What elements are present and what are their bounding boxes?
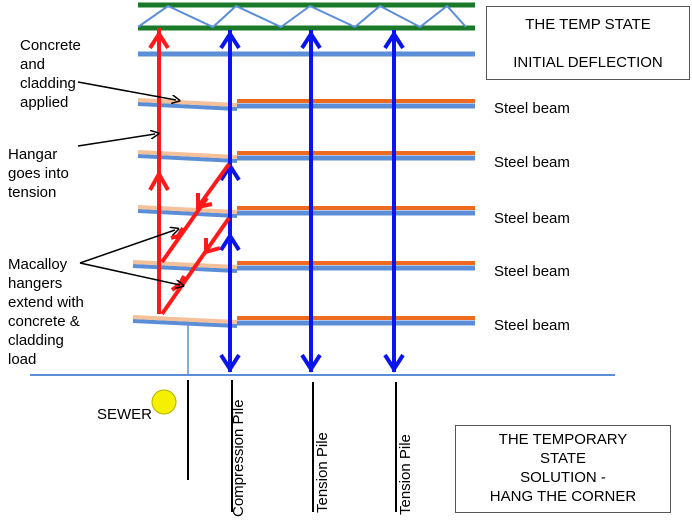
concrete-label: Concrete and cladding applied [20, 36, 81, 112]
arrow-up-icon [219, 232, 241, 252]
box-line: SOLUTION - [520, 469, 606, 486]
cladding [132, 260, 238, 269]
arrow-up-icon [300, 30, 322, 50]
hangar-label: Hangar goes into tension [8, 145, 69, 202]
floors [132, 98, 475, 328]
floor [132, 315, 475, 328]
label-line: cladding [20, 75, 76, 92]
temp-state-box: THE TEMP STATE INITIAL DEFLECTION [486, 6, 690, 80]
label-line: concrete & [8, 313, 80, 330]
arrow-down-icon [383, 353, 405, 373]
floor [132, 260, 475, 273]
pile-label: Compression Pile [230, 399, 247, 517]
force-arrows [219, 30, 405, 373]
label-line: extend with [8, 294, 84, 311]
deflected-beam [137, 102, 238, 111]
floor [137, 98, 475, 111]
deflected-beam [137, 154, 238, 163]
deflected-beam [137, 209, 238, 218]
label-line: cladding [8, 332, 64, 349]
callout-arrows [77, 81, 180, 285]
cladding [137, 98, 238, 107]
force-line [300, 30, 322, 373]
floor [137, 150, 475, 163]
cladding [137, 150, 238, 159]
sewer-marker [151, 389, 177, 415]
label-line: and [20, 56, 46, 73]
label-line: hangers [8, 275, 63, 292]
force-line [383, 30, 405, 373]
beam-label: Steel beam [494, 317, 570, 334]
cladding [132, 315, 238, 324]
truss [137, 2, 475, 31]
solution-box: THE TEMPORARY STATE SOLUTION - HANG THE … [455, 425, 671, 513]
box-line: HANG THE CORNER [489, 488, 637, 505]
arrow-up-icon [383, 30, 405, 50]
cladding [137, 205, 238, 214]
floor [137, 205, 475, 218]
deflected-beam [132, 319, 238, 328]
beam-label: Steel beam [494, 263, 570, 280]
label-line: Macalloy [8, 256, 68, 273]
box-line: STATE [539, 450, 587, 467]
label-line: goes into [8, 165, 69, 182]
label-line: Hangar [8, 146, 58, 163]
beam-label: Steel beam [494, 100, 570, 117]
arrow-down-icon [300, 353, 322, 373]
label-line: load [8, 351, 37, 368]
piles [187, 380, 397, 512]
sewer-label: SEWER [97, 406, 153, 423]
arrow-up-icon [219, 30, 241, 50]
pile-label: Tension Pile [397, 434, 414, 515]
box-line: THE TEMPORARY [498, 431, 628, 448]
beam-label: Steel beam [494, 210, 570, 227]
label-line: applied [20, 94, 69, 111]
box-line: INITIAL DEFLECTION [513, 54, 663, 71]
force-line [219, 30, 241, 373]
deflected-beam [132, 264, 238, 273]
macalloy-label: Macalloy hangers extend with concrete & … [8, 255, 84, 369]
pile-label: Tension Pile [314, 432, 331, 513]
beam-label: Steel beam [494, 154, 570, 171]
label-line: Concrete [20, 37, 81, 54]
label-line: tension [8, 184, 57, 201]
box-line: THE TEMP STATE [525, 16, 651, 33]
arrow-down-icon [219, 353, 241, 373]
